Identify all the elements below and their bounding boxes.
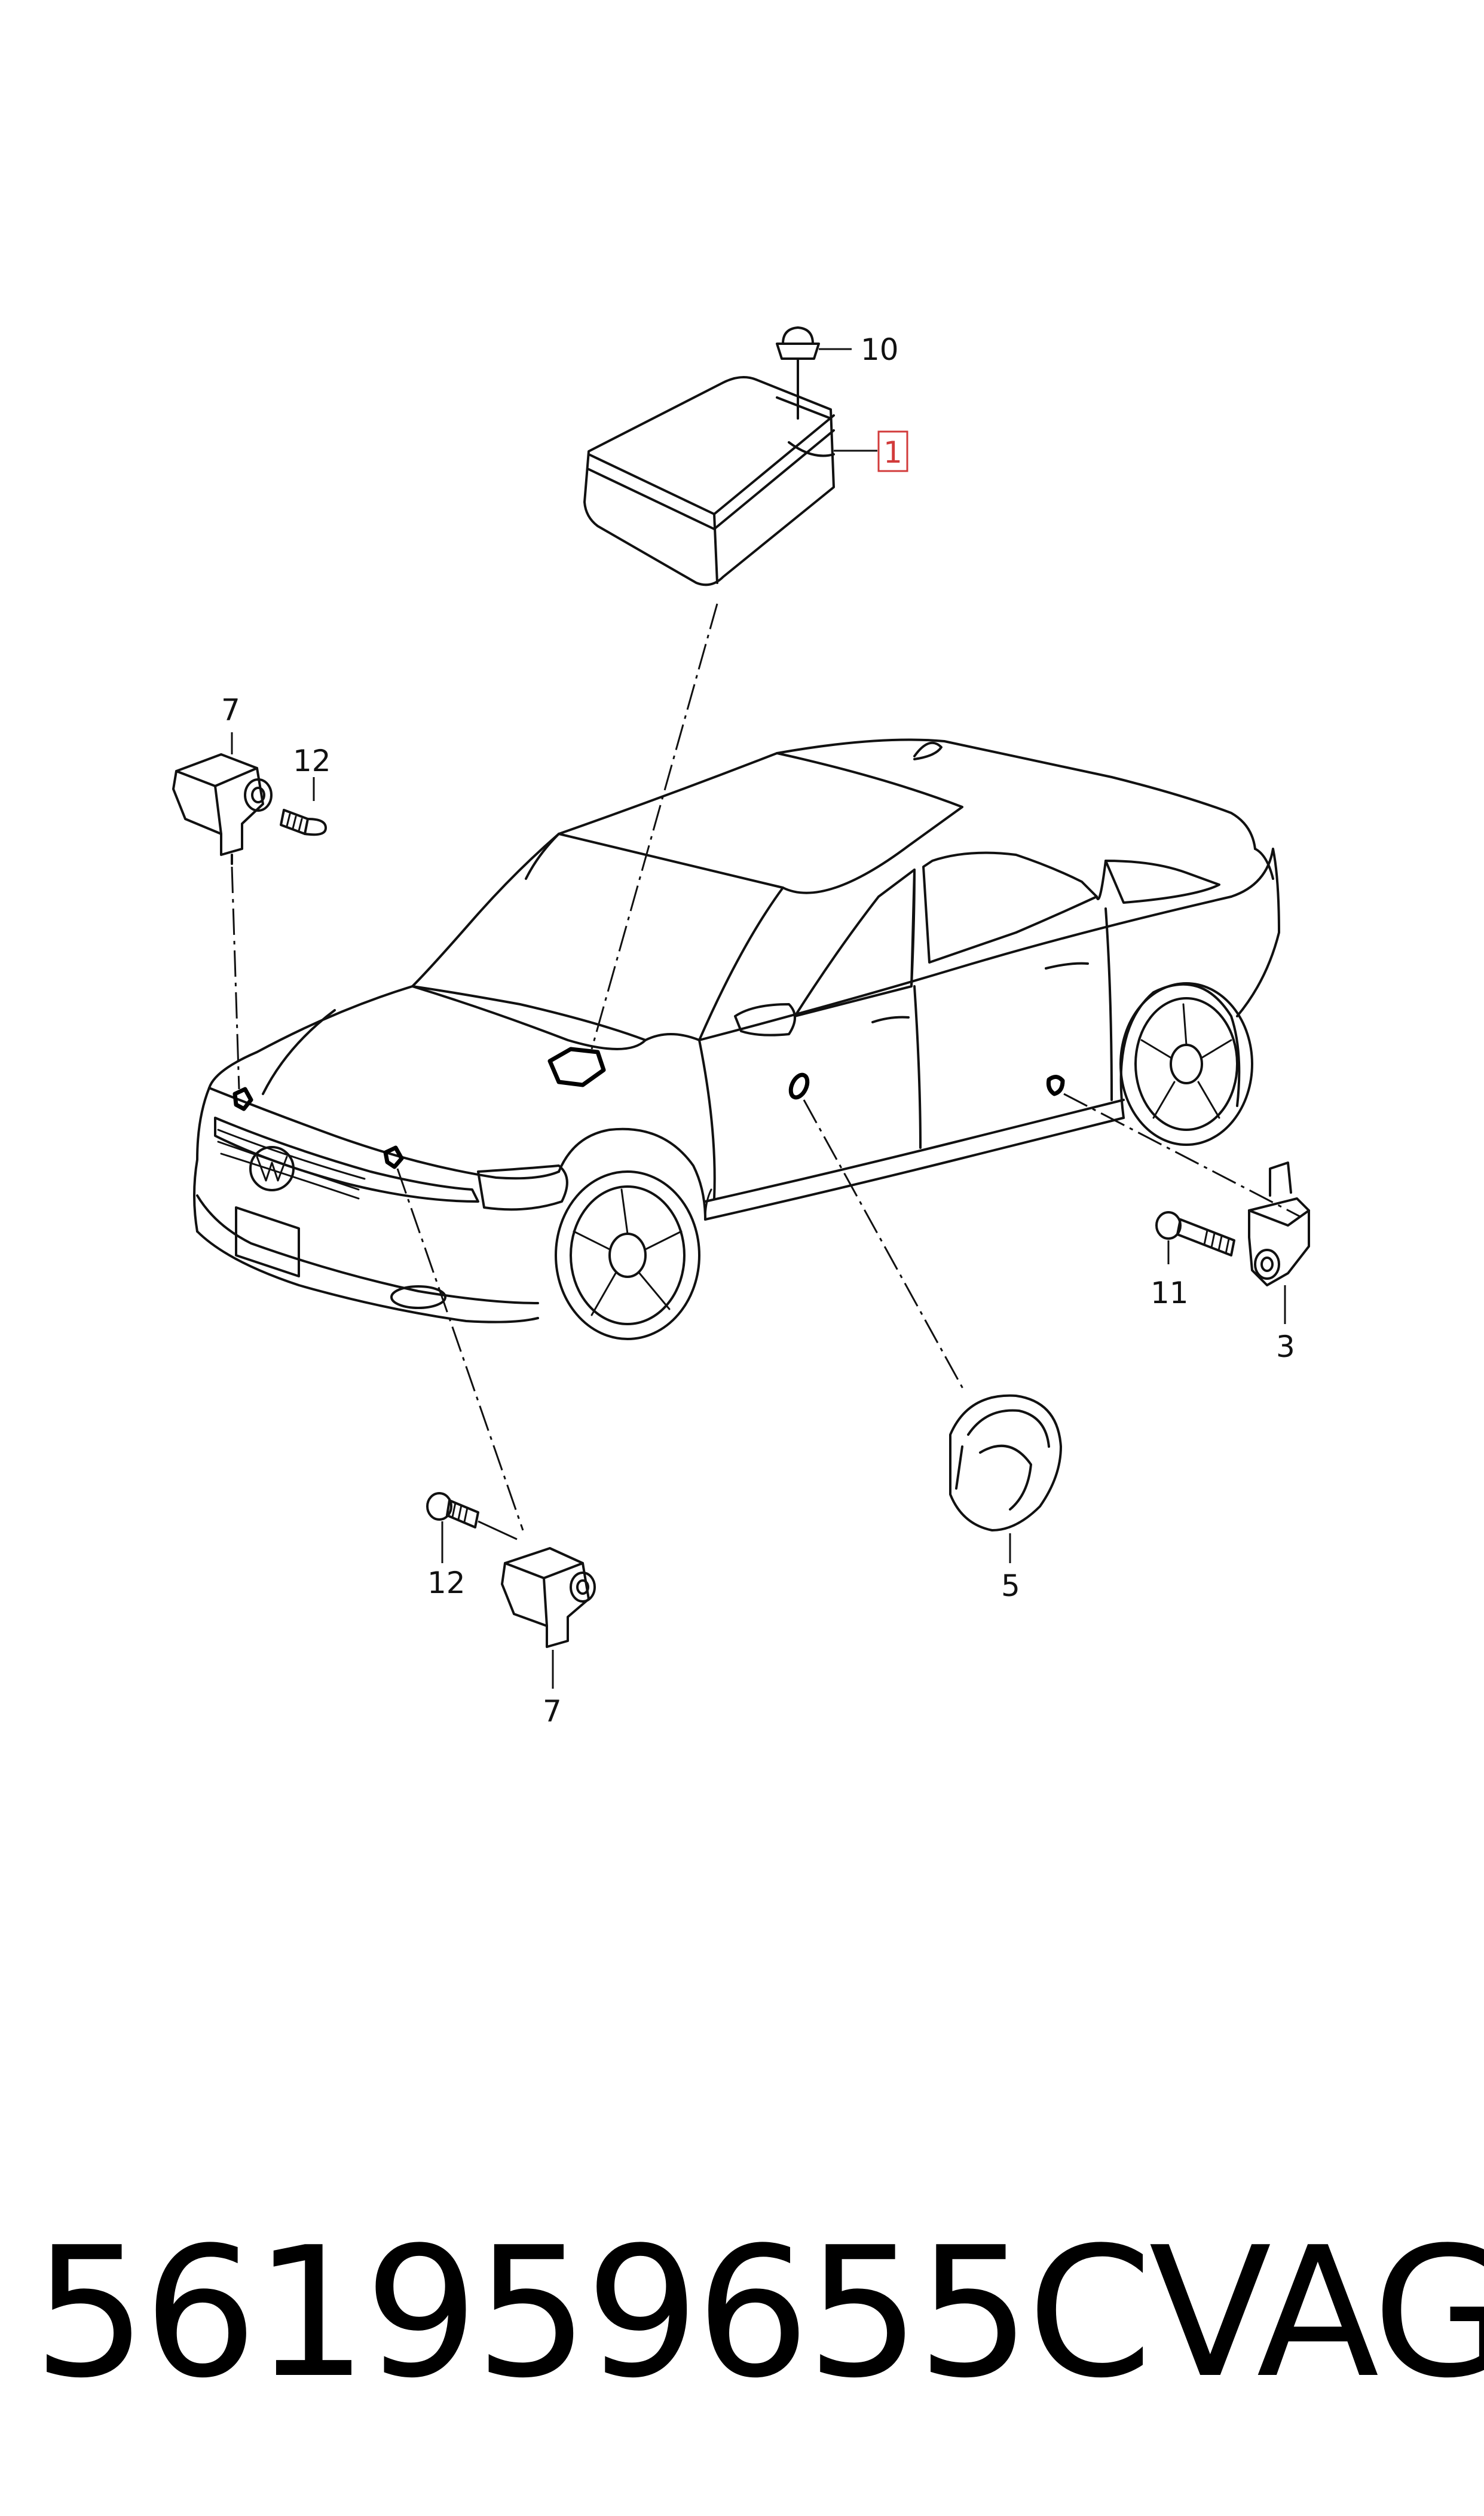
brand-label: VAG (1149, 2209, 1484, 2417)
marker-front-right (383, 1145, 404, 1169)
marker-control-unit (547, 1047, 606, 1087)
callout-1: 1 (883, 435, 902, 470)
callout-1-highlight (877, 430, 908, 472)
part-sensor-upper[interactable] (172, 753, 273, 865)
callout-7-lower: 7 (543, 1694, 562, 1729)
assembly-lines (231, 603, 1301, 1531)
mount-markers (232, 1047, 1065, 1169)
part-screw-lower[interactable] (426, 1492, 518, 1563)
callout-5: 5 (1001, 1569, 1020, 1603)
marker-door (788, 1072, 810, 1100)
part-bolt[interactable] (1155, 1211, 1235, 1264)
callout-12-lower: 12 (427, 1566, 466, 1600)
callout-leaders (231, 348, 877, 754)
callout-7-upper: 7 (221, 693, 240, 727)
car-illustration (193, 738, 1280, 1340)
part-sensor-lower[interactable] (501, 1547, 596, 1689)
part-rear-sensor[interactable] (1248, 1161, 1310, 1324)
marker-rear (1046, 1075, 1065, 1096)
part-control-unit[interactable] (583, 376, 835, 586)
part-screw-upper[interactable] (280, 777, 327, 836)
callout-12-upper: 12 (293, 744, 331, 778)
callout-10: 10 (861, 332, 899, 367)
callout-3: 3 (1276, 1329, 1295, 1364)
footer: 561959655C VAG (33, 2206, 1484, 2421)
part-number: 561959655C (33, 2209, 1152, 2417)
part-pressure-sensor[interactable] (949, 1394, 1062, 1563)
callout-11: 11 (1151, 1276, 1189, 1310)
marker-front-left (232, 1087, 253, 1111)
callout-labels: 10 1 7 12 11 3 5 12 7 (221, 332, 1295, 1729)
part-nut[interactable] (776, 326, 820, 420)
